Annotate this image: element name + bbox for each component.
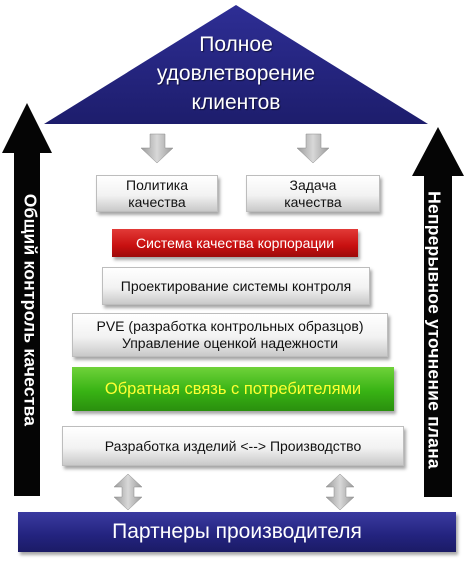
roof-line-3: клиентов — [191, 91, 281, 114]
quality-task-line-1: Задача — [289, 176, 337, 193]
roof-title: Полное удовлетворение клиентов — [116, 30, 356, 117]
double-arrow-left — [113, 473, 143, 511]
customer-feedback-label: Обратная связь с потребителями — [104, 379, 362, 398]
down-arrow-right — [296, 133, 330, 164]
pve-line-1: PVE (разработка контрольных образцов) — [96, 318, 364, 334]
corporate-quality-system-label: Система качества корпорации — [135, 234, 335, 251]
development-production-box: Разработка изделий <--> Производство — [62, 426, 404, 466]
quality-task-box: Задача качества — [246, 175, 380, 212]
manufacturer-partners-label: Партнеры производителя — [112, 520, 362, 543]
development-production-label: Разработка изделий <--> Производство — [104, 437, 362, 454]
roof-line-2: удовлетворение — [156, 62, 316, 85]
quality-task-line-2: качества — [284, 193, 342, 210]
pve-box: PVE (разработка контрольных образцов) Уп… — [72, 313, 388, 357]
roof-line-1: Полное — [199, 33, 273, 56]
left-pillar-label: Общий контроль качества — [20, 193, 41, 427]
down-arrow-left — [140, 133, 174, 164]
quality-policy-line-1: Политика — [126, 176, 188, 193]
manufacturer-partners-bar: Партнеры производителя — [18, 512, 456, 552]
right-pillar-arrow — [412, 127, 464, 497]
corporate-quality-system-box: Система качества корпорации — [112, 229, 358, 257]
control-system-design-box: Проектирование системы контроля — [102, 267, 370, 305]
left-pillar-arrow — [2, 103, 52, 496]
quality-policy-line-2: качества — [128, 193, 186, 210]
roof-shape — [44, 5, 428, 124]
right-pillar-label: Непрерывное уточнение плана — [424, 191, 445, 469]
customer-feedback-box: Обратная связь с потребителями — [72, 367, 394, 411]
double-arrow-right — [325, 473, 355, 511]
pve-line-2: Управление оценкой надежности — [121, 335, 339, 351]
control-system-design-label: Проектирование системы контроля — [120, 277, 352, 294]
quality-policy-box: Политика качества — [96, 175, 218, 212]
